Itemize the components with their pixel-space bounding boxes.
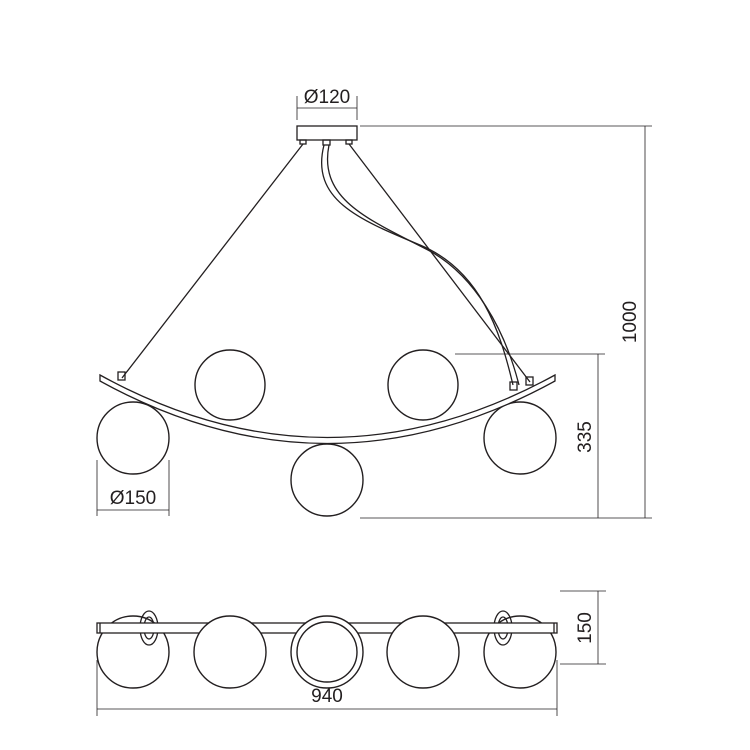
curved-bar bbox=[99, 373, 556, 445]
globe bbox=[387, 349, 459, 421]
globe bbox=[193, 615, 267, 689]
bar-clip-right bbox=[509, 381, 518, 391]
bar-clip-left bbox=[117, 371, 126, 381]
wire-anchor-right bbox=[345, 139, 353, 145]
suspension-wire-right bbox=[348, 143, 531, 383]
total-height-label: 1000 bbox=[620, 301, 641, 343]
ceiling-canopy bbox=[296, 125, 358, 141]
power-cable-2 bbox=[326, 144, 520, 386]
cable-anchor bbox=[322, 139, 331, 146]
total-width-label: 940 bbox=[311, 686, 343, 707]
top-view bbox=[96, 610, 558, 689]
suspension-wire-left bbox=[121, 143, 304, 379]
side-view bbox=[96, 125, 557, 517]
top-depth-label: 150 bbox=[575, 612, 596, 644]
globe bbox=[96, 615, 170, 689]
globe bbox=[386, 615, 460, 689]
top-view-dimension-lines bbox=[96, 590, 606, 716]
globe bbox=[194, 349, 266, 421]
dimension-lines bbox=[96, 96, 652, 519]
globe bbox=[290, 443, 364, 517]
fixture-height-label: 335 bbox=[575, 421, 596, 453]
globe bbox=[296, 621, 358, 683]
globe-diameter-label: Ø150 bbox=[110, 488, 156, 509]
globe bbox=[483, 401, 557, 475]
bar-clip-right-2 bbox=[525, 376, 534, 386]
power-cable bbox=[321, 144, 514, 386]
globe bbox=[96, 401, 170, 475]
canopy-diameter-label: Ø120 bbox=[304, 87, 350, 108]
globe bbox=[483, 615, 557, 689]
wire-anchor-left bbox=[299, 139, 307, 145]
